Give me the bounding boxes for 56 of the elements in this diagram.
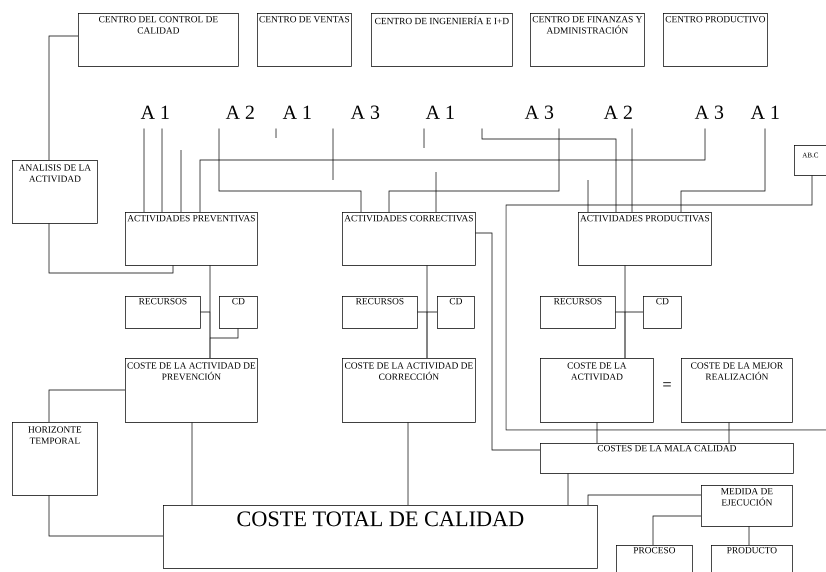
- connector-line: [218, 128, 362, 212]
- activity-code: A 1: [750, 106, 779, 119]
- process-box: CD: [437, 296, 475, 329]
- process-box: CENTRO DE INGENIERÍA E I+D: [371, 13, 513, 67]
- process-box: ANALISIS DE LA ACTIVIDAD: [12, 160, 98, 224]
- process-box: HORIZONTE TEMPORAL: [12, 422, 98, 496]
- connector-line: [680, 128, 766, 212]
- connector-line: [748, 526, 750, 546]
- process-box: RECURSOS: [125, 296, 201, 329]
- activity-code: A 3: [350, 106, 380, 119]
- connector-line: [482, 128, 616, 212]
- activity-code: A 1: [426, 106, 454, 119]
- connector-line: [388, 128, 560, 212]
- equals-sign: =: [663, 382, 671, 386]
- activity-code: A 3: [694, 106, 724, 119]
- process-box: CD: [643, 296, 682, 329]
- connector-line: [210, 328, 238, 358]
- process-box: RECURSOS: [540, 296, 616, 329]
- connector-line: [48, 495, 164, 536]
- total-box: COSTE TOTAL DE CALIDAD: [163, 505, 598, 569]
- connector-line: [596, 422, 598, 444]
- process-box: COSTE DE LA ACTIVIDAD DE CORRECCIÓN: [342, 358, 476, 423]
- process-box: PRODUCTO: [711, 545, 793, 572]
- process-box: COSTES DE LA MALA CALIDAD: [540, 443, 794, 474]
- connector-line: [506, 175, 826, 430]
- connector-line: [180, 150, 182, 212]
- process-box: ACTIVIDADES PREVENTIVAS: [125, 212, 258, 266]
- process-box: CENTRO PRODUCTIVO: [663, 13, 768, 67]
- process-box: PROCESO: [616, 545, 693, 572]
- activity-code: A 1: [282, 106, 311, 119]
- process-box: CD: [219, 296, 258, 329]
- process-box: MEDIDA DE EJECUCIÓN: [701, 485, 793, 527]
- process-box: RECURSOS: [342, 296, 418, 329]
- activity-code: A 2: [226, 106, 254, 119]
- activity-code: A 1: [140, 106, 169, 119]
- connector-line: [652, 516, 702, 546]
- process-box: CENTRO DEL CONTROL DE CALIDAD: [78, 13, 239, 67]
- connector-line: [48, 390, 126, 422]
- connector-line: [728, 422, 730, 444]
- process-box: COSTE DE LA ACTIVIDAD DE PREVENCIÓN: [125, 358, 258, 423]
- connector-line: [48, 223, 174, 274]
- connector-line: [426, 312, 438, 358]
- process-box: CENTRO DE FINANZAS Y ADMINISTRACIÓN: [530, 13, 645, 67]
- process-box: ACTIVIDADES PRODUCTIVAS: [578, 212, 712, 266]
- process-box: ACTIVIDADES CORRECTIVAS: [342, 212, 476, 266]
- connector-line: [332, 128, 334, 180]
- connector-line: [624, 312, 644, 358]
- process-box: COSTE DE LA ACTIVIDAD: [540, 358, 654, 423]
- process-box: CENTRO DE VENTAS: [257, 13, 352, 67]
- connector-line: [48, 36, 78, 160]
- process-box: COSTE DE LA MEJOR REALIZACIÓN: [681, 358, 793, 423]
- activity-code: A 2: [604, 106, 632, 119]
- connector-line: [588, 494, 702, 506]
- activity-code: A 3: [524, 106, 554, 119]
- connector-line: [200, 128, 706, 212]
- connector-line: [475, 232, 540, 450]
